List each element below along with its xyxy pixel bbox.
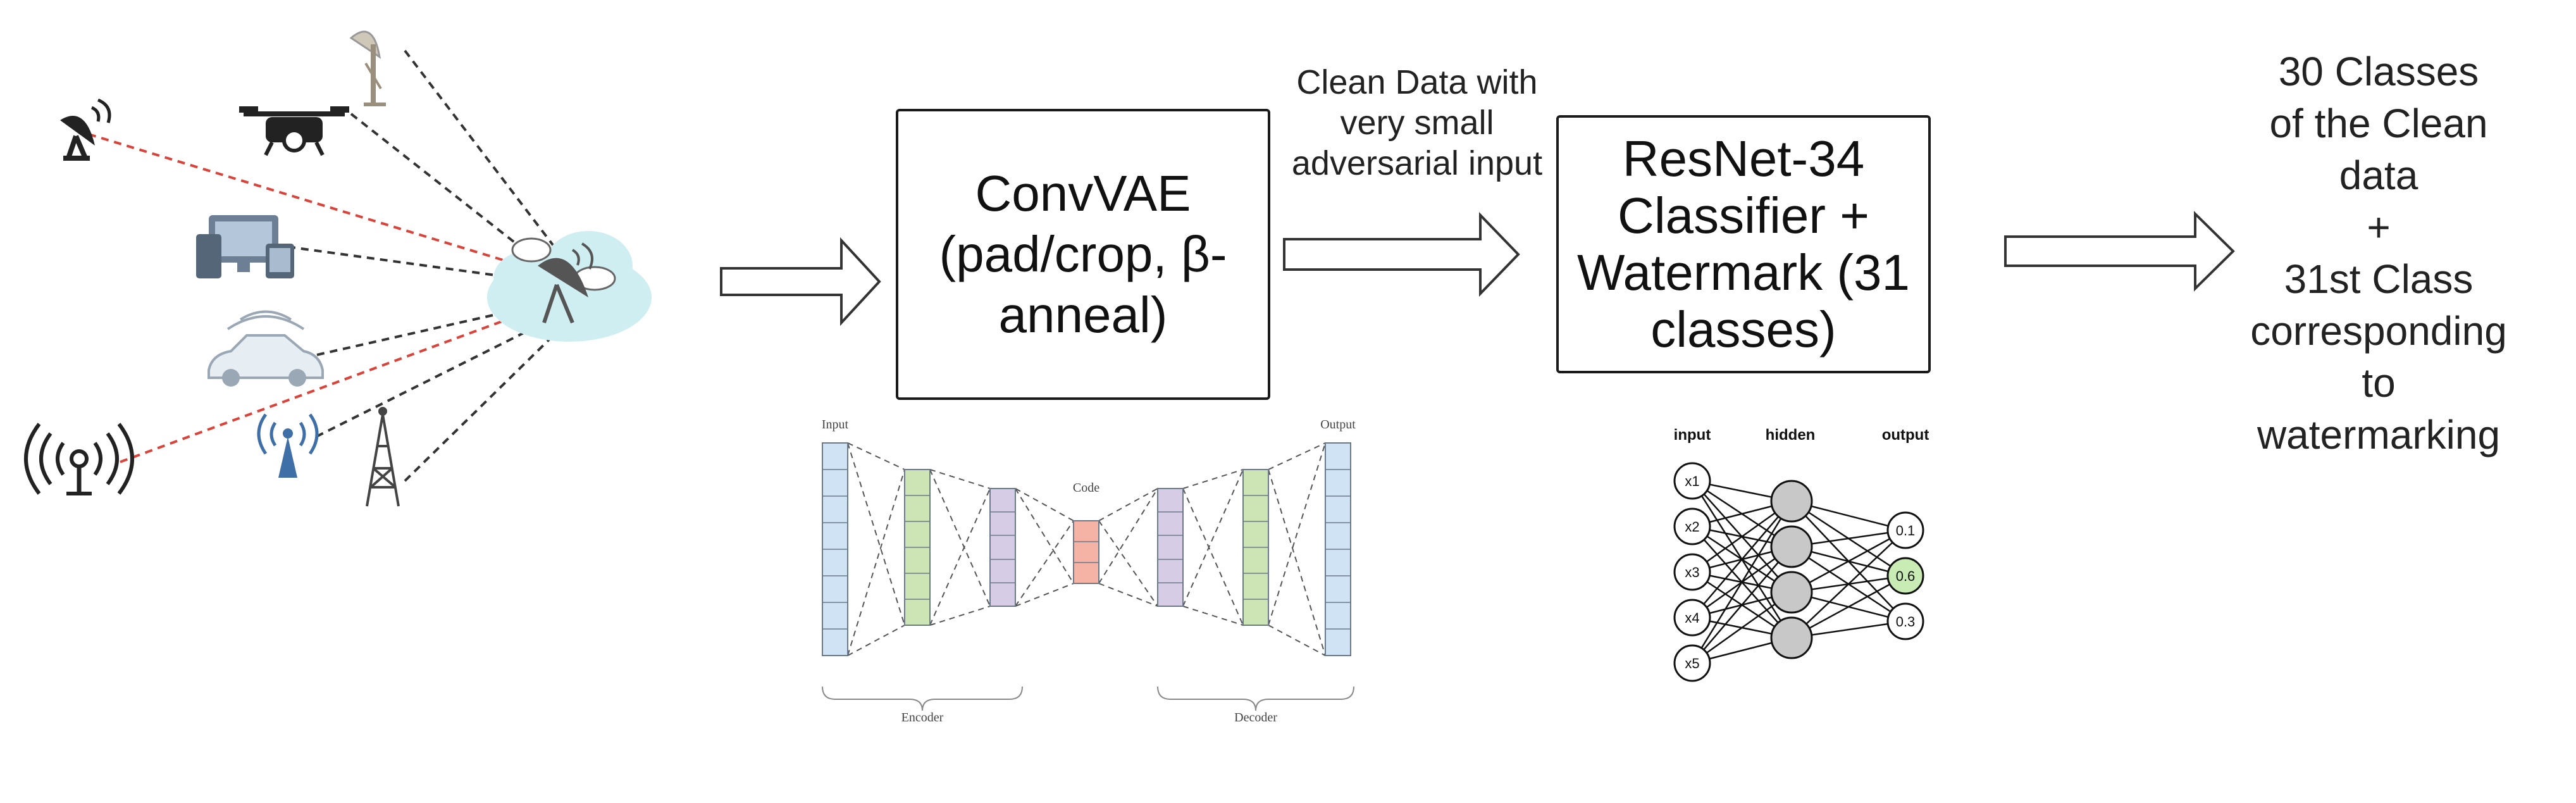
nn-hidden-node: [1770, 616, 1813, 659]
cloud-dish-hub-icon: [487, 231, 652, 342]
nn-output-node: [1886, 511, 1924, 549]
black-link: [404, 49, 558, 251]
nn-input-node: [1673, 507, 1711, 545]
computer-devices-icon: [196, 215, 294, 278]
car-icon: [207, 310, 324, 387]
nn-output-label: 0.3: [1896, 614, 1916, 630]
resnet-classifier-box: ResNet-34 Classifier + Watermark (31 cla…: [1556, 115, 1931, 373]
nn-input-label: x5: [1685, 656, 1699, 671]
cell-tower-icon: [366, 407, 400, 507]
ae-layer-cells: [822, 469, 1351, 630]
radar-tower-icon: [349, 30, 386, 106]
nn-output-label: 0.6: [1896, 568, 1916, 584]
nn-input-label: x2: [1685, 519, 1699, 535]
nn-input-label: x4: [1685, 610, 1699, 626]
output-classes-label: 30 Classes of the Clean data + 31st Clas…: [2250, 49, 2507, 458]
ae-encoder-layer-2: [989, 488, 1016, 607]
antenna-icon: [24, 423, 134, 495]
nn-input-node: [1673, 462, 1711, 500]
convvae-box: ConvVAE (pad/crop, β- anneal): [896, 109, 1270, 400]
ae-layers: [822, 442, 1351, 656]
black-link: [287, 246, 519, 280]
resnet-classifier-label: ResNet-34 Classifier + Watermark (31 cla…: [1576, 130, 1910, 358]
encoder-brace: [822, 686, 1023, 711]
nn-input-node: [1673, 553, 1711, 591]
nn-hidden-header: hidden: [1766, 426, 1816, 444]
ae-code-layer: [1073, 520, 1099, 584]
convvae-label: ConvVAE (pad/crop, β- anneal): [939, 165, 1227, 343]
nn-output-label: 0.1: [1896, 523, 1916, 538]
drone-icon: [239, 106, 349, 156]
autoencoder-diagram: Input Output Code Encoder Decoder: [822, 418, 1356, 725]
ae-braces: [822, 686, 1354, 711]
nn-input-label: x3: [1685, 564, 1699, 580]
red-link: [120, 315, 516, 463]
ae-output-label: Output: [1320, 418, 1356, 432]
neural-network: input hidden output x1 x2 x3 x4 x5: [1673, 426, 1929, 682]
nn-output-header: output: [1882, 426, 1929, 444]
nn-hidden-nodes: [1770, 480, 1813, 659]
clean-data-label: Clean Data with very small adversarial i…: [1291, 63, 1543, 182]
nn-output-node-highlight: [1886, 557, 1924, 595]
ae-encoder-label: Encoder: [901, 711, 944, 725]
black-link: [404, 331, 558, 482]
arrows: [720, 211, 2235, 327]
nn-input-labels: x1 x2 x3 x4 x5: [1685, 473, 1699, 671]
red-link: [88, 133, 523, 267]
nn-hidden-node: [1770, 525, 1813, 568]
nn-hidden-node: [1770, 571, 1813, 614]
ae-decoder-layer-1: [1157, 488, 1184, 607]
ae-code-label: Code: [1073, 481, 1099, 495]
nn-input-node: [1673, 599, 1711, 637]
black-link: [350, 113, 529, 254]
wifi-tower-icon: [257, 413, 319, 478]
nn-input-label: x1: [1685, 473, 1699, 489]
arrow-to-convvae: [720, 237, 881, 327]
nn-input-node: [1673, 644, 1711, 682]
nn-output-nodes: [1886, 511, 1924, 640]
nn-output-labels: 0.1 0.6 0.3: [1896, 523, 1916, 630]
nn-hidden-node: [1770, 480, 1813, 523]
nn-output-node: [1886, 602, 1924, 640]
black-link: [290, 309, 516, 362]
arrow-to-output: [2004, 211, 2235, 292]
satellite-dish-icon: [60, 98, 111, 161]
ae-input-label: Input: [822, 418, 849, 432]
nn-input-nodes: [1673, 462, 1711, 682]
decoder-brace: [1157, 686, 1354, 711]
wireless-scene: [24, 30, 652, 507]
black-link: [316, 328, 532, 438]
ae-decoder-label: Decoder: [1234, 711, 1277, 725]
arrow-to-resnet: [1283, 212, 1520, 297]
nn-input-header: input: [1674, 426, 1711, 444]
ae-connections: [847, 442, 1326, 656]
